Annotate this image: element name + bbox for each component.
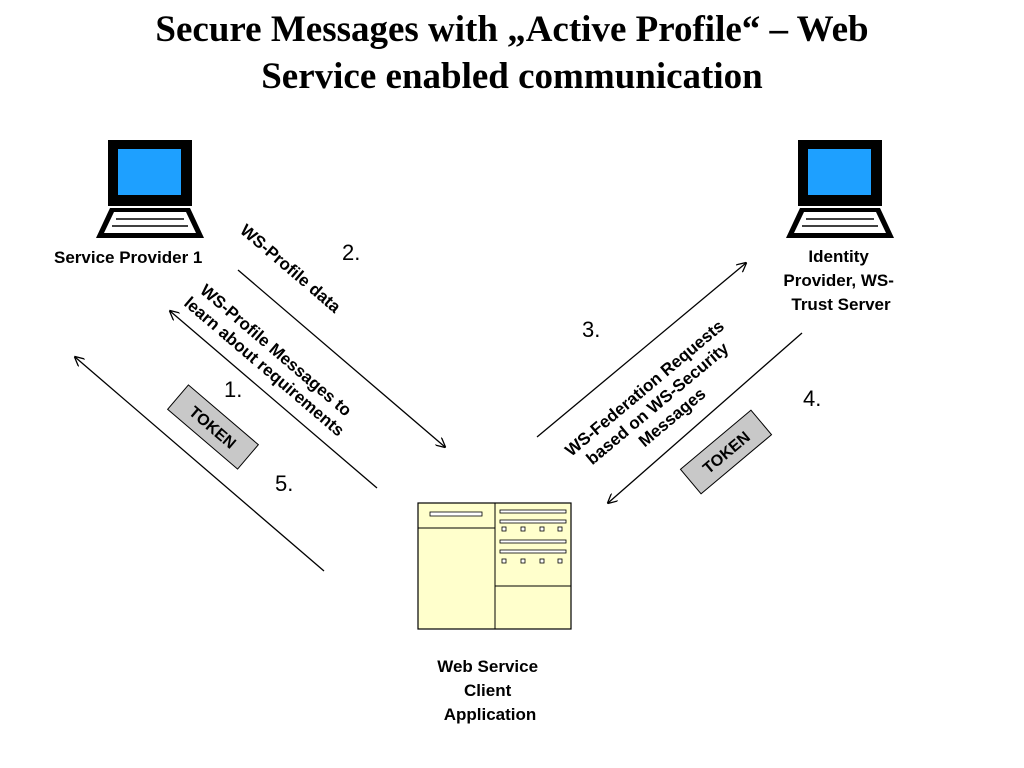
identity-provider-computer-icon [786, 140, 894, 238]
title-line-2: Service enabled communication [261, 56, 763, 97]
identity-provider-label: Identity Provider, WS- Trust Server [783, 247, 898, 314]
service-provider-label: Service Provider 1 [54, 248, 202, 267]
step-5-number: 5. [275, 471, 293, 496]
screen [118, 149, 181, 195]
page-title: Secure Messages with „Active Profile“ – … [0, 6, 1024, 100]
step-4-number: 4. [803, 386, 821, 411]
arrow-step-1 [170, 311, 378, 489]
client-window-icon [417, 502, 572, 630]
client-label: Web Service Client Application [437, 657, 543, 724]
step-2-number: 2. [342, 240, 360, 265]
service-provider-computer-icon [96, 140, 204, 238]
arrow-step-4 [608, 332, 803, 503]
step-1-number: 1. [224, 377, 242, 402]
token-left: TOKEN [166, 384, 260, 470]
title-line-1: Secure Messages with „Active Profile“ – … [155, 9, 869, 50]
step-3-number: 3. [582, 317, 600, 342]
ws-profile-data-label: WS-Profile data [236, 221, 344, 317]
arrow-step-2 [237, 269, 445, 447]
token-right: TOKEN [679, 409, 773, 495]
arrow-step-5 [75, 357, 325, 572]
arrow-step-3 [536, 263, 746, 438]
screen [808, 149, 871, 195]
